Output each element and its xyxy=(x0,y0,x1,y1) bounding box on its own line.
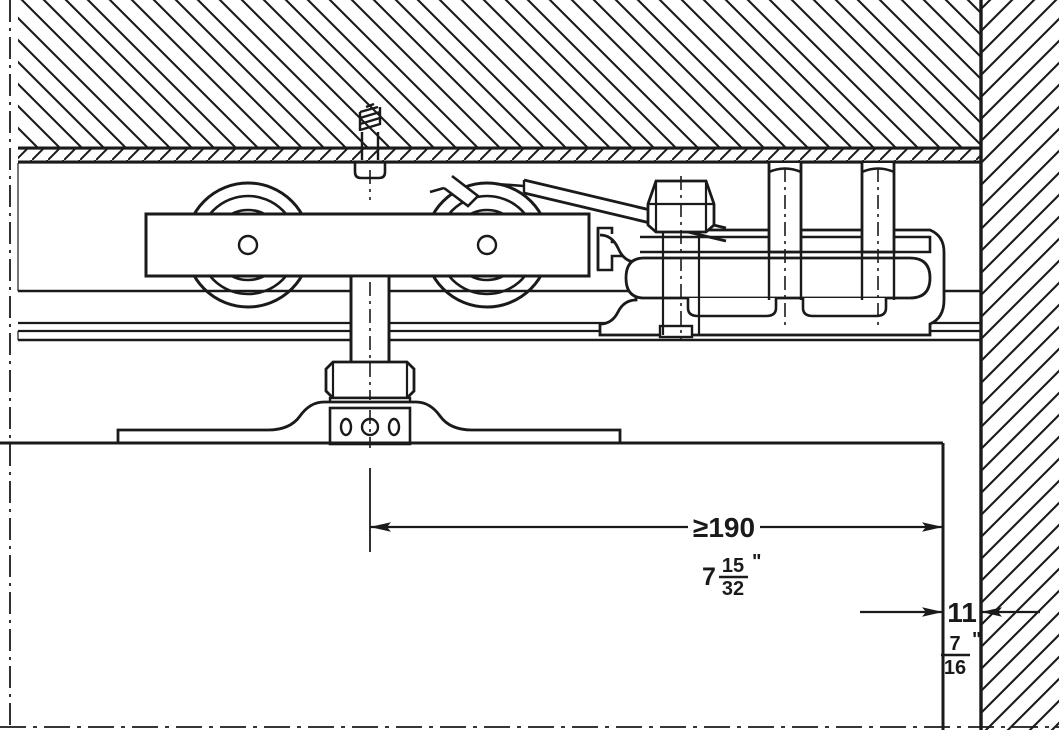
dimension-11-imperial-unit: " xyxy=(972,629,981,651)
dimension-190-imperial-numerator: 15 xyxy=(722,555,744,577)
ceiling-mounting-plate xyxy=(18,148,980,164)
door-mounting-bracket xyxy=(116,400,622,446)
dimension-190-imperial-whole: 7 xyxy=(702,563,716,591)
door-panel xyxy=(0,441,945,730)
dimension-190-imperial-denominator: 32 xyxy=(722,578,744,600)
dimension-11-imperial-denominator: 16 xyxy=(944,657,966,679)
side-wall xyxy=(979,0,1059,730)
dimension-11-imperial-numerator: 7 xyxy=(949,633,960,655)
dimension-clearance-190 xyxy=(369,468,943,552)
dimension-labels: ≥190 7 15 32 " 11 7 16 " xyxy=(693,512,982,679)
dimension-190-metric-value: ≥190 xyxy=(693,512,755,543)
ceiling-structure xyxy=(18,0,980,150)
dimension-190-imperial-unit: " xyxy=(752,551,761,573)
stopper-assembly xyxy=(596,226,946,339)
dimension-11-metric-value: 11 xyxy=(947,597,977,628)
carrier-bar xyxy=(144,212,591,278)
